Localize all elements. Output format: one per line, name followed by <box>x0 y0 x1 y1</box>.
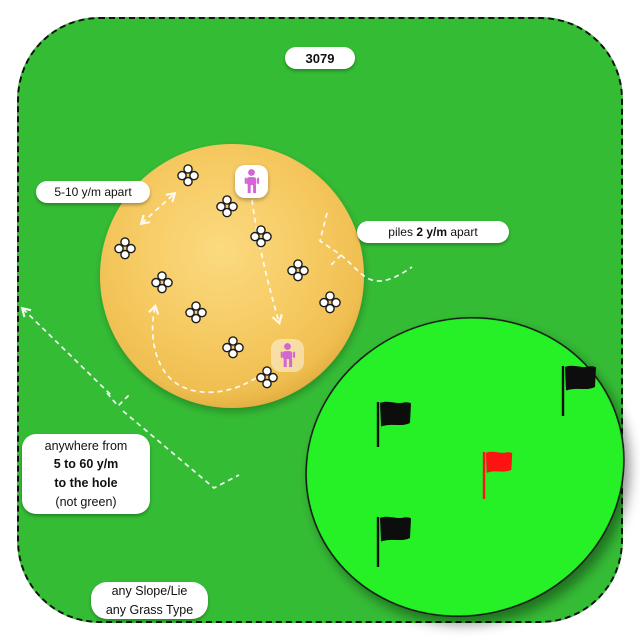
golf-ball-pile-icon <box>319 291 341 314</box>
hole-flags <box>376 365 596 567</box>
annotation-dashed-lines <box>20 191 413 490</box>
hole-flag-icon <box>561 365 596 416</box>
piles-label-pre: piles <box>388 225 417 239</box>
distance-line-4: (not green) <box>55 494 117 509</box>
golf-ball-pile-icon <box>216 195 238 218</box>
spacing-label: 5-10 y/m apart <box>36 181 150 203</box>
spacing-double-arrow <box>139 191 177 226</box>
ball-piles <box>114 164 341 389</box>
golf-ball-pile-icon <box>287 259 309 282</box>
distance-leader-line-a <box>20 306 113 397</box>
conditions-line-2: any Grass Type <box>105 602 194 617</box>
distance-note: anywhere from 5 to 60 y/m to the hole (n… <box>22 434 150 514</box>
golf-ball-pile-icon <box>222 336 244 359</box>
spacing-label-text: 5-10 y/m apart <box>54 185 132 199</box>
drill-number: 3079 <box>305 50 335 66</box>
golfer-walk-arrow <box>251 199 283 326</box>
golf-ball-pile-icon <box>114 237 136 260</box>
distance-line-1: anywhere from <box>44 438 128 453</box>
golf-ball-pile-icon <box>250 225 272 248</box>
piles-leader-line <box>340 254 413 282</box>
piles-label: piles 2 y/m apart <box>357 221 509 243</box>
drill-number-badge: 3079 <box>285 47 355 69</box>
hole-flag-icon <box>482 451 513 499</box>
golfer-icon <box>271 339 304 372</box>
hole-flag-icon <box>376 401 411 447</box>
distance-line-2: 5 to 60 y/m <box>53 457 119 472</box>
hole-flag-icon <box>376 516 411 567</box>
distance-break-tick <box>106 392 130 408</box>
golf-ball-pile-icon <box>151 271 173 294</box>
golf-ball-pile-icon <box>185 301 207 324</box>
distance-leader-line-b <box>122 410 240 490</box>
golf-ball-pile-icon <box>256 366 278 389</box>
putting-green <box>305 317 625 617</box>
golfers <box>235 165 304 372</box>
golfer-icon <box>235 165 268 198</box>
golf-ball-pile-icon <box>177 164 199 187</box>
conditions-line-1: any Slope/Lie <box>111 583 188 598</box>
distance-line-3: to the hole <box>54 476 118 490</box>
piles-label-post: apart <box>447 225 478 239</box>
conditions-note: any Slope/Lie any Grass Type <box>91 582 208 619</box>
piles-label-bold: 2 y/m <box>416 225 447 239</box>
